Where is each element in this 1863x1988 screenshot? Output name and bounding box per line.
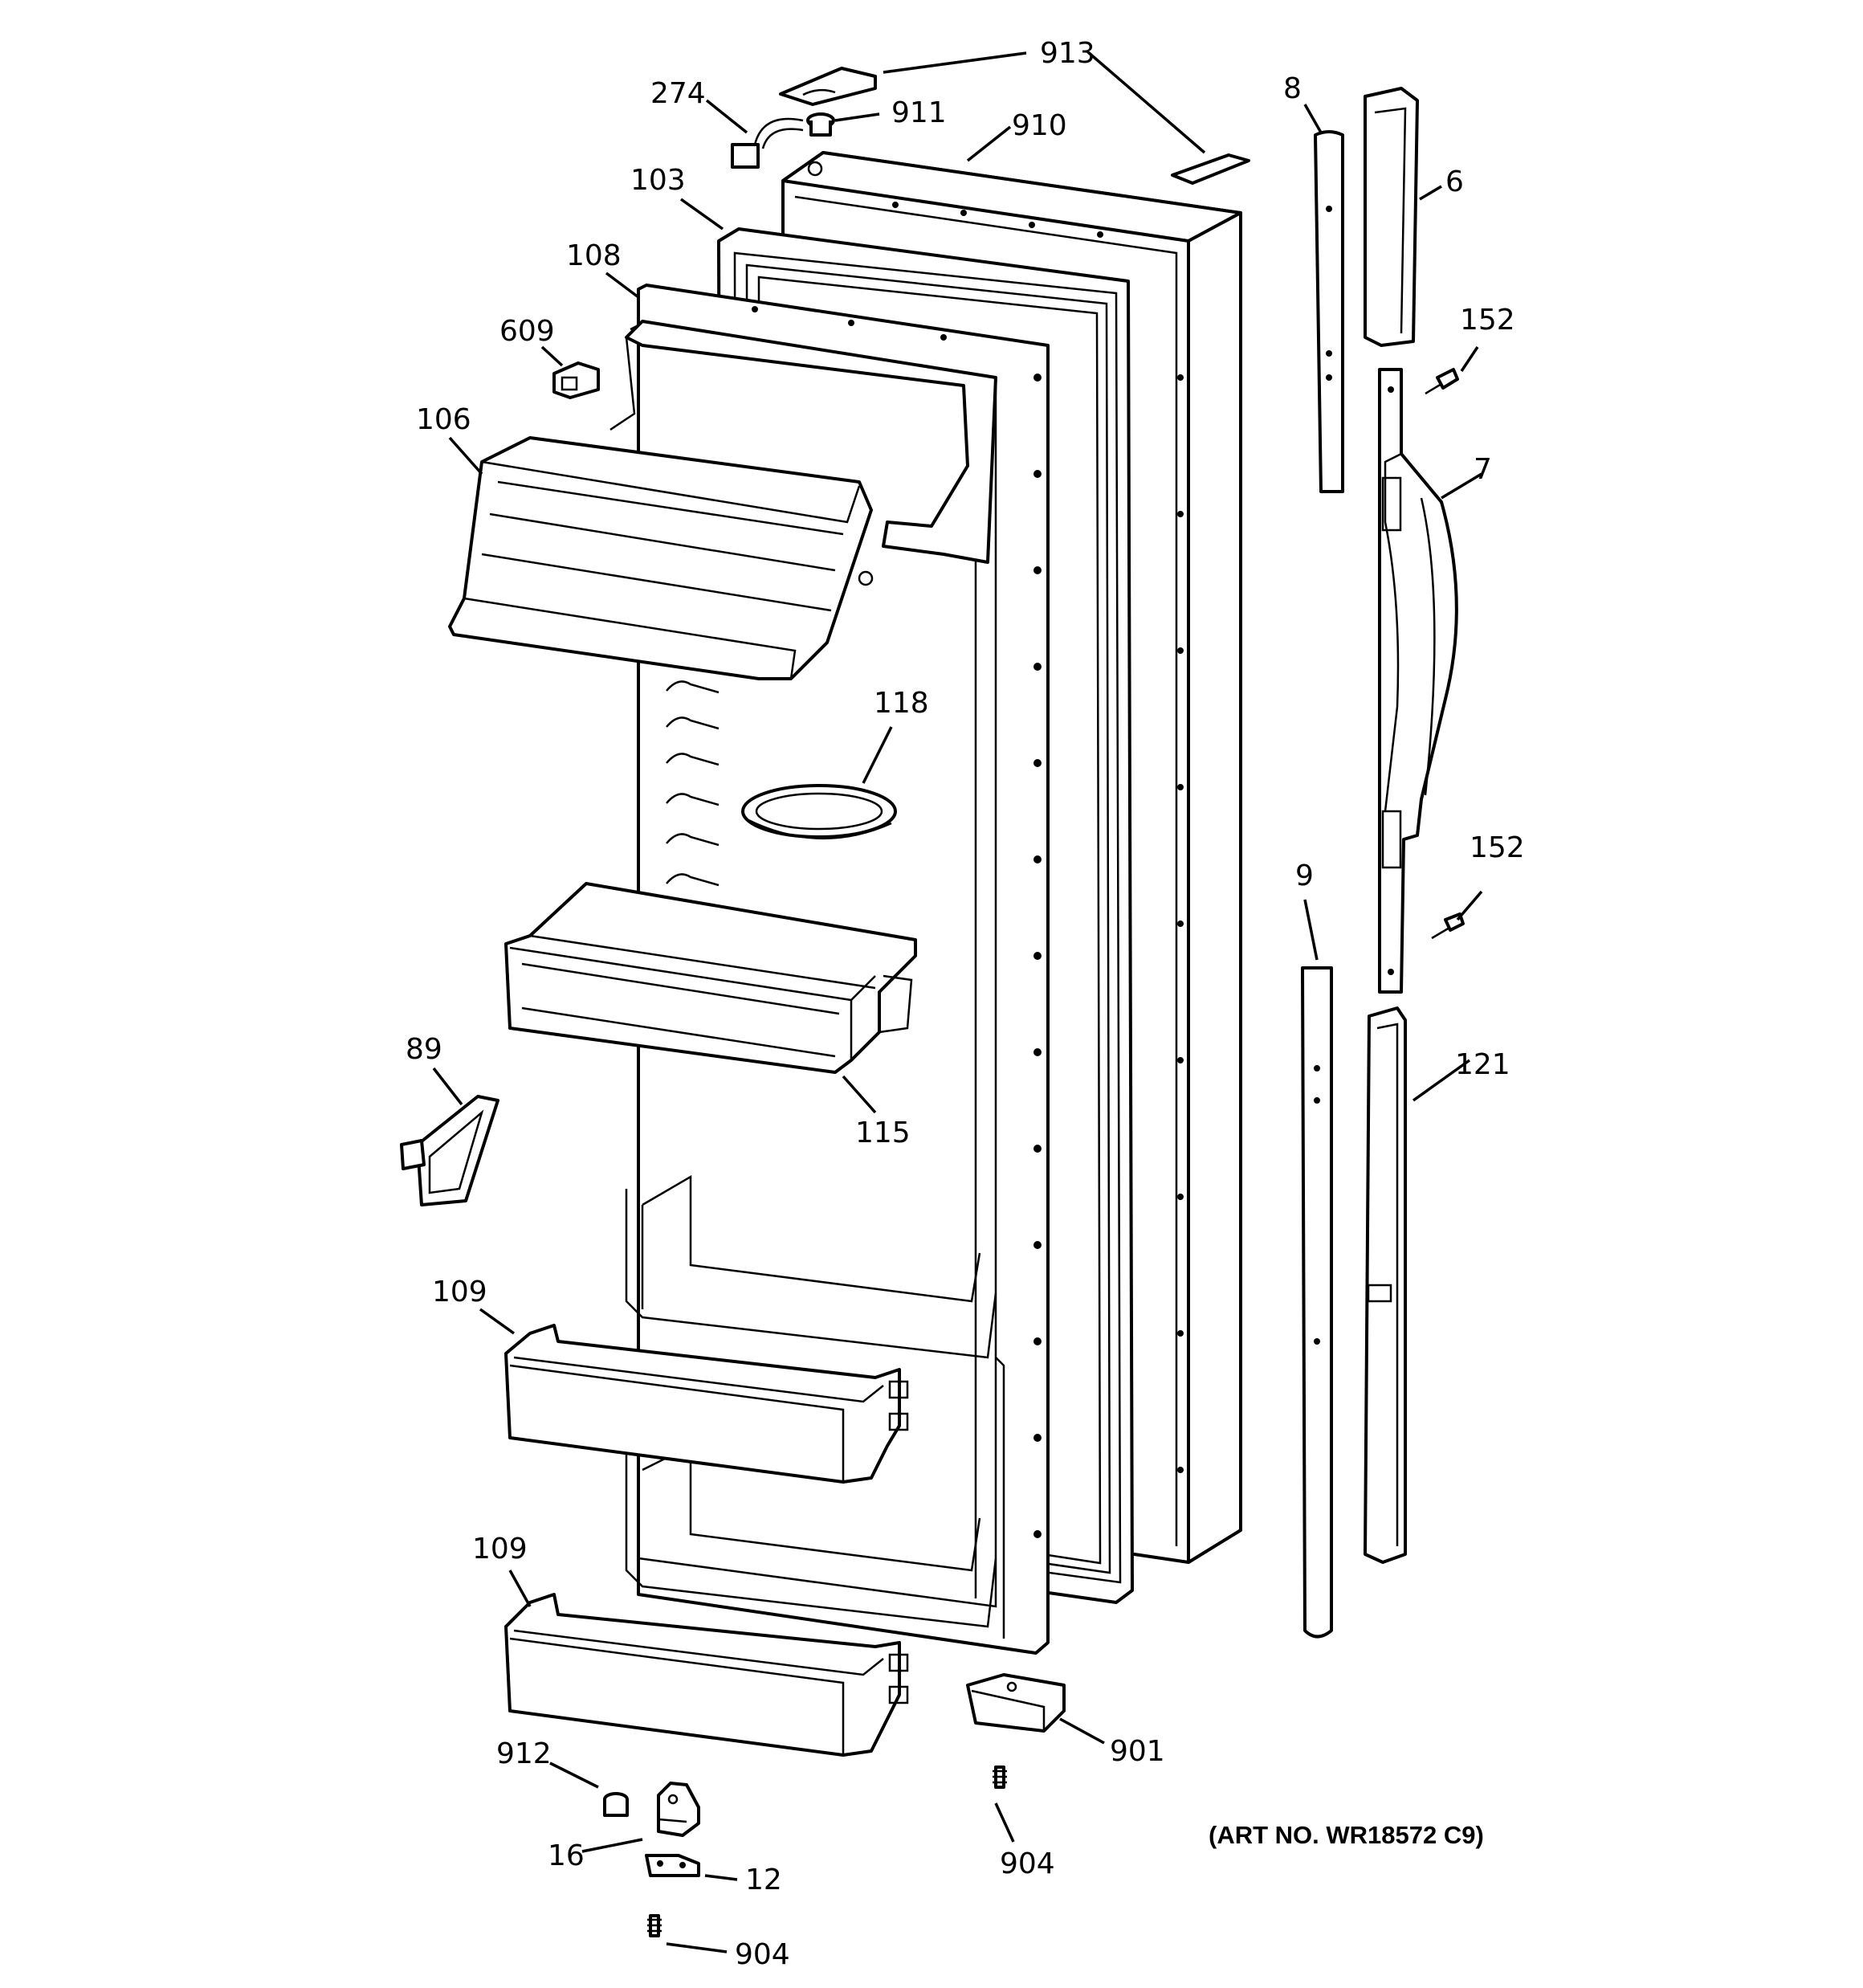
screw-904-bottom [647, 1914, 662, 1937]
callout-labels: 913 274 911 910 8 6 103 108 609 152 106 … [406, 37, 1525, 1971]
callout-16: 16 [548, 1839, 585, 1872]
handle-trim-121 [1364, 1006, 1407, 1564]
callout-108: 108 [566, 239, 622, 272]
callout-9: 9 [1295, 859, 1314, 892]
hinge-16 [657, 1782, 700, 1837]
art-number: (ART NO. WR18572 C9) [1209, 1821, 1484, 1849]
leader-lines [432, 51, 1483, 1953]
callout-103: 103 [630, 164, 686, 197]
callout-904-right: 904 [1000, 1847, 1055, 1880]
callout-609: 609 [499, 315, 555, 348]
handle-7 [1378, 368, 1458, 994]
callout-912: 912 [496, 1737, 552, 1770]
callout-911: 911 [891, 96, 947, 129]
egg-tray [741, 784, 897, 839]
callout-121: 121 [1455, 1048, 1510, 1081]
door-bin-lower [504, 1593, 909, 1757]
callout-152-bottom: 152 [1470, 831, 1525, 864]
callout-115: 115 [855, 1116, 911, 1149]
trim-strip-8 [1314, 130, 1344, 493]
trim-strip-9 [1301, 966, 1333, 1639]
callout-7: 7 [1474, 453, 1492, 486]
cap-912 [603, 1792, 629, 1817]
switch-module [400, 1095, 499, 1206]
hinge-cover-913-right [1171, 153, 1250, 185]
connector-609 [552, 361, 600, 399]
callout-6: 6 [1445, 165, 1464, 198]
callout-152-top: 152 [1460, 304, 1515, 337]
screw-904-right [993, 1766, 1007, 1789]
callout-106: 106 [416, 403, 471, 436]
bushing-911 [806, 112, 835, 137]
callout-901: 901 [1110, 1735, 1165, 1768]
hinge-cover-913-top [779, 67, 877, 106]
callout-118: 118 [874, 687, 929, 720]
handle-end-cap-6 [1364, 87, 1419, 347]
callout-12: 12 [745, 1863, 782, 1896]
callout-109-lower: 109 [472, 1533, 528, 1565]
screw-152-top [1425, 368, 1459, 395]
hinge-bracket-901 [966, 1673, 1066, 1733]
wire-harness-274 [731, 117, 804, 169]
callout-8: 8 [1283, 72, 1302, 105]
callout-910: 910 [1012, 109, 1067, 142]
callout-913: 913 [1040, 37, 1095, 70]
callout-274: 274 [650, 77, 706, 110]
callout-109-upper: 109 [432, 1276, 487, 1308]
callout-904-bottom: 904 [735, 1938, 790, 1971]
dairy-compartment [448, 436, 874, 680]
callout-89: 89 [406, 1033, 442, 1066]
door-bin-upper [504, 1324, 909, 1484]
hinge-pin-12 [645, 1854, 700, 1877]
door-shelf-bin [504, 882, 917, 1074]
